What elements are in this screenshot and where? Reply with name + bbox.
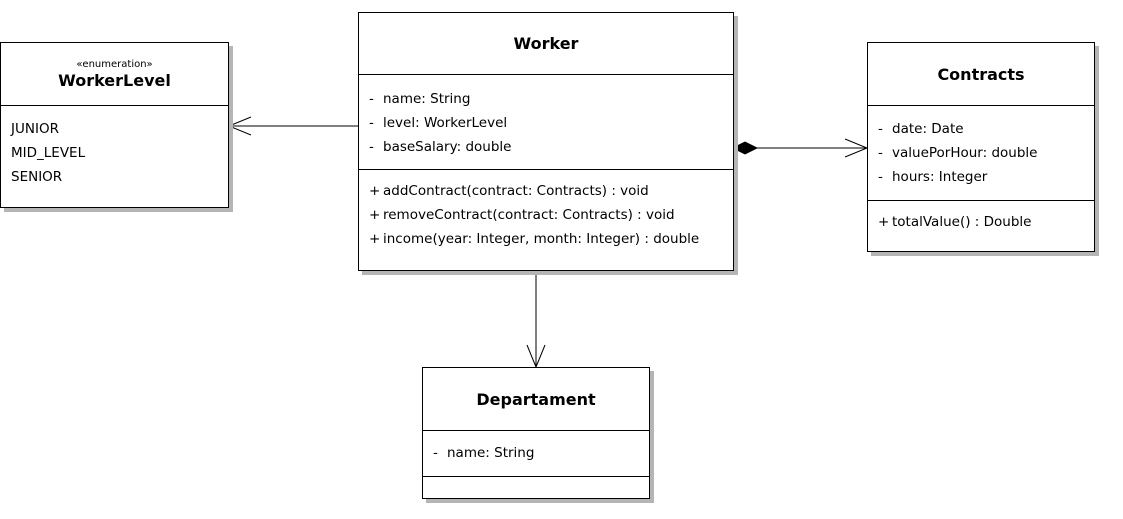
class-name: WorkerLevel (58, 70, 171, 90)
open-arrowhead-icon (227, 116, 252, 136)
operation: +income(year: Integer, month: Integer) :… (369, 231, 700, 247)
operation: +removeContract(contract: Contracts) : v… (369, 207, 675, 223)
attribute: -date: Date (878, 121, 964, 137)
class-name: Worker (513, 34, 579, 53)
operations-compartment: +totalValue() : Double (868, 201, 1094, 238)
worker-to-workerlevel-association (227, 116, 358, 136)
attribute: -level: WorkerLevel (369, 115, 508, 131)
operations-compartment: +addContract(contract: Contracts) : void… (359, 170, 733, 255)
class-name: Departament (476, 389, 596, 409)
attribute: -valuePorHour: double (878, 145, 1038, 161)
class-name: Contracts (937, 64, 1025, 84)
filled-diamond-icon (731, 141, 759, 155)
attributes-compartment: -name: String -level: WorkerLevel -baseS… (359, 75, 733, 170)
worker-to-departament-association (526, 270, 546, 369)
enum-literal: JUNIOR (11, 121, 59, 137)
class-header: Contracts (868, 43, 1094, 106)
stereotype-label: «enumeration» (76, 58, 153, 70)
worker-to-contracts-composition (731, 138, 869, 158)
class-header: Worker (359, 13, 733, 75)
attribute: -hours: Integer (878, 169, 988, 185)
attribute: -baseSalary: double (369, 139, 512, 155)
attributes-compartment: -name: String (423, 431, 649, 477)
class-worker[interactable]: Worker -name: String -level: WorkerLevel… (358, 12, 734, 271)
class-contracts[interactable]: Contracts -date: Date -valuePorHour: dou… (867, 42, 1095, 252)
class-workerlevel[interactable]: «enumeration» WorkerLevel JUNIOR MID_LEV… (0, 42, 229, 208)
operation: +totalValue() : Double (878, 214, 1032, 230)
enum-literal: MID_LEVEL (11, 145, 86, 161)
operations-compartment (423, 477, 649, 497)
attributes-compartment: -date: Date -valuePorHour: double -hours… (868, 106, 1094, 201)
operation: +addContract(contract: Contracts) : void (369, 183, 649, 199)
class-header: «enumeration» WorkerLevel (1, 43, 228, 106)
enum-literals: JUNIOR MID_LEVEL SENIOR (1, 106, 228, 193)
class-header: Departament (423, 368, 649, 431)
attribute: -name: String (433, 445, 535, 461)
class-departament[interactable]: Departament -name: String (422, 367, 650, 499)
enum-literal: SENIOR (11, 169, 63, 185)
attribute: -name: String (369, 91, 471, 107)
